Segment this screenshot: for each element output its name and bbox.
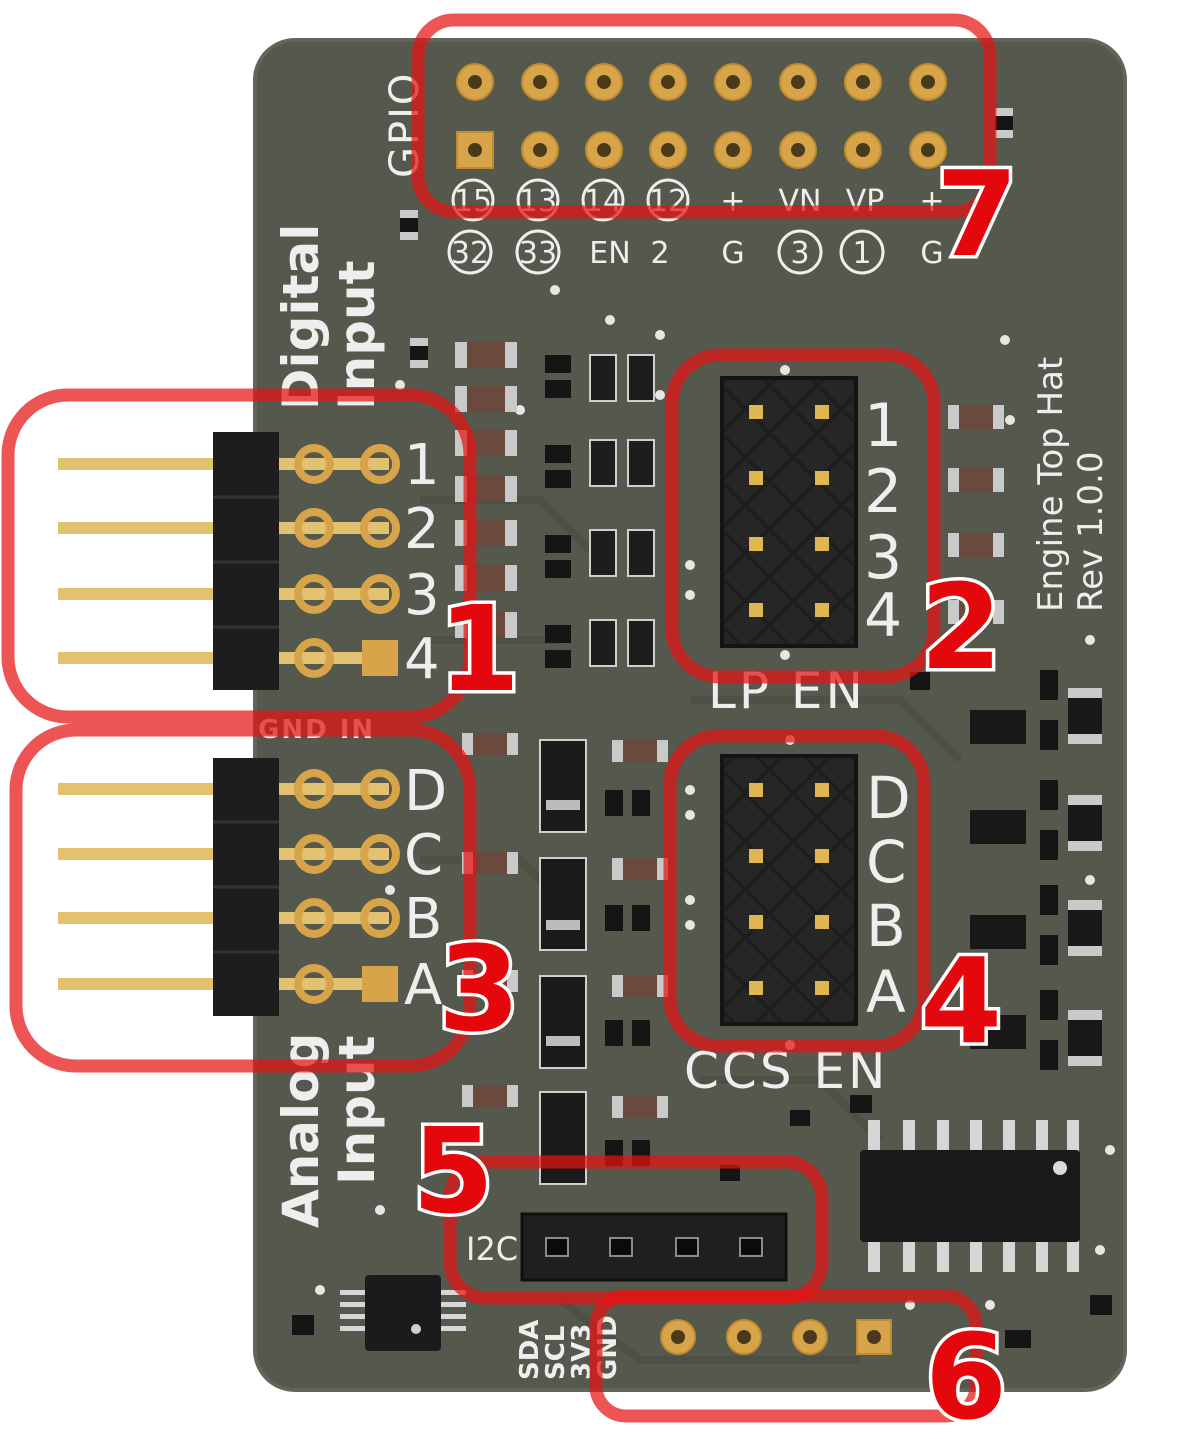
ccs-en-row-label: B (866, 892, 906, 960)
digital-pin-label: 2 (404, 497, 440, 562)
highlight-regions (1, 13, 997, 1423)
gpio-bottom-label: G (920, 236, 943, 271)
highlight-lp-en (665, 348, 941, 684)
gpio-bottom-label: 32 (451, 236, 489, 271)
digital-input-header (58, 432, 400, 690)
analog-pin-label: C (404, 823, 443, 888)
i2c-pin-label: SCL (541, 1326, 571, 1380)
digital-input-title-line2: Input (328, 261, 386, 411)
ccs-en-row-label: C (866, 828, 907, 896)
lp-en-row-label: 4 (864, 581, 902, 651)
gpio-bottom-label: 3 (790, 236, 809, 271)
board-name: Engine Top Hat (1031, 357, 1071, 612)
analog-pin-label: B (404, 887, 442, 952)
callout-7: 7 (936, 145, 1018, 283)
gpio-bottom-label: 2 (650, 236, 669, 271)
soic-ic (860, 1120, 1080, 1272)
i2c-connector (520, 1212, 788, 1282)
pcb-board (255, 40, 1125, 1390)
callout-4: 4 (920, 932, 1002, 1070)
callout-3: 3 (438, 920, 520, 1058)
callout-6: 6 (925, 1308, 1007, 1439)
highlight-bottom-header (589, 1289, 983, 1423)
i2c-label: I2C (466, 1230, 518, 1268)
qfn-ic (292, 1095, 1112, 1351)
callout-numbers: 1 2 3 4 5 6 7 (409, 142, 1022, 1439)
digital-pin-label: 3 (404, 563, 440, 628)
highlight-gpio (411, 13, 997, 219)
lp-en-row-label: 1 (864, 391, 902, 461)
i2c-pin-label: SDA (515, 1320, 545, 1380)
gpio-header (456, 63, 947, 169)
ccs-en-row-label: A (866, 958, 906, 1026)
highlight-analog-input (9, 723, 477, 1073)
bottom-pin-holes (660, 1319, 892, 1355)
lp-en-jumper-block (720, 376, 858, 648)
analog-input-title-line2: Input (328, 1036, 386, 1186)
ccs-en-jumper-block (720, 754, 858, 1026)
analog-pin-label: D (404, 759, 447, 824)
lp-en-row-label: 3 (864, 523, 902, 593)
gpio-bottom-label: G (721, 236, 744, 271)
gpio-bottom-label: 33 (519, 236, 557, 271)
ccs-en-row-labels: D C B A (866, 764, 911, 1026)
analog-input-header (58, 758, 400, 1016)
digital-pin-label: 4 (404, 627, 440, 692)
gpio-bottom-labels: 32 33 EN 2 G 3 1 G (447, 229, 944, 275)
analog-pin-label: A (404, 953, 442, 1018)
lp-en-row-label: 2 (864, 457, 902, 527)
lp-en-row-labels: 1 2 3 4 (864, 391, 902, 651)
callout-2: 2 (920, 558, 1002, 696)
gpio-bottom-label: EN (589, 236, 630, 271)
digital-input-title-line1: Digital (272, 224, 330, 410)
analog-pin-labels: D C B A (404, 759, 447, 1018)
board-revision: Rev 1.0.0 (1071, 452, 1111, 612)
ccs-en-row-label: D (866, 764, 911, 832)
highlight-digital-input (1, 388, 477, 724)
highlight-ccs-en (663, 729, 931, 1053)
gpio-passives (400, 108, 1013, 368)
gpio-bottom-label: 1 (852, 236, 871, 271)
callout-5: 5 (412, 1102, 494, 1240)
callout-1: 1 (438, 580, 520, 718)
i2c-pin-labels: SDA SCL 3V3 GND (515, 1315, 623, 1380)
digital-pin-label: 1 (404, 433, 440, 498)
digital-pin-labels: 1 2 3 4 (404, 433, 440, 692)
